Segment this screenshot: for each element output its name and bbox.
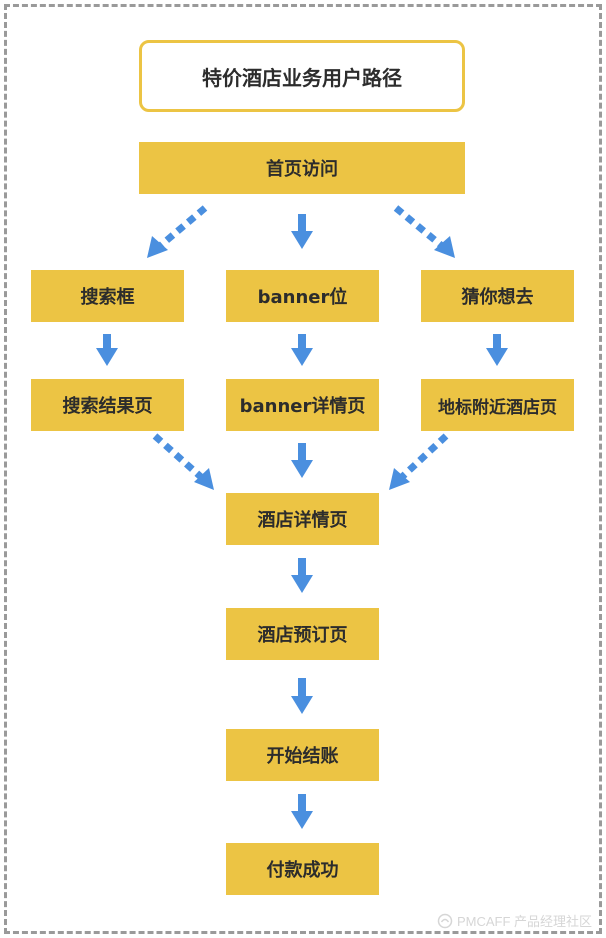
node-nearby-hotels: 地标附近酒店页	[421, 379, 574, 431]
diagram-title: 特价酒店业务用户路径	[139, 40, 465, 112]
arrowhead-hotel-to-booking	[291, 575, 313, 593]
arrow-home-to-guess	[393, 205, 445, 249]
arrowhead-guess-to-nearby	[486, 348, 508, 366]
arrow-nearby-to-hotel	[399, 433, 449, 480]
dashed-frame	[4, 4, 602, 934]
node-banner-detail: banner详情页	[226, 379, 379, 431]
node-home: 首页访问	[139, 142, 465, 194]
watermark-text: PMCAFF 产品经理社区	[456, 914, 592, 929]
arrowhead-home-to-search	[147, 236, 168, 258]
node-payment-success: 付款成功	[226, 843, 379, 895]
node-hotel-booking: 酒店预订页	[226, 608, 379, 660]
arrowhead-checkout-to-payment	[291, 811, 313, 829]
node-guess: 猜你想去	[421, 270, 574, 322]
arrow-results-to-hotel	[152, 433, 204, 480]
node-search-box: 搜索框	[31, 270, 184, 322]
arrowhead-banner-to-detail	[291, 348, 313, 366]
arrowhead-booking-to-checkout	[291, 696, 313, 714]
arrowhead-home-to-guess	[434, 236, 455, 258]
node-search-results: 搜索结果页	[31, 379, 184, 431]
node-hotel-detail: 酒店详情页	[226, 493, 379, 545]
arrowhead-nearby-to-hotel	[389, 468, 410, 490]
arrowhead-results-to-hotel	[194, 468, 214, 490]
node-checkout: 开始结账	[226, 729, 379, 781]
arrowhead-home-to-banner	[291, 231, 313, 249]
watermark: PMCAFF 产品经理社区	[437, 911, 592, 930]
arrow-home-to-search	[157, 205, 208, 249]
pmcaff-logo-icon	[437, 913, 453, 928]
node-banner-slot: banner位	[226, 270, 379, 322]
arrowhead-search-to-results	[96, 348, 118, 366]
arrowhead-bannerdetail-to-hotel	[291, 460, 313, 478]
